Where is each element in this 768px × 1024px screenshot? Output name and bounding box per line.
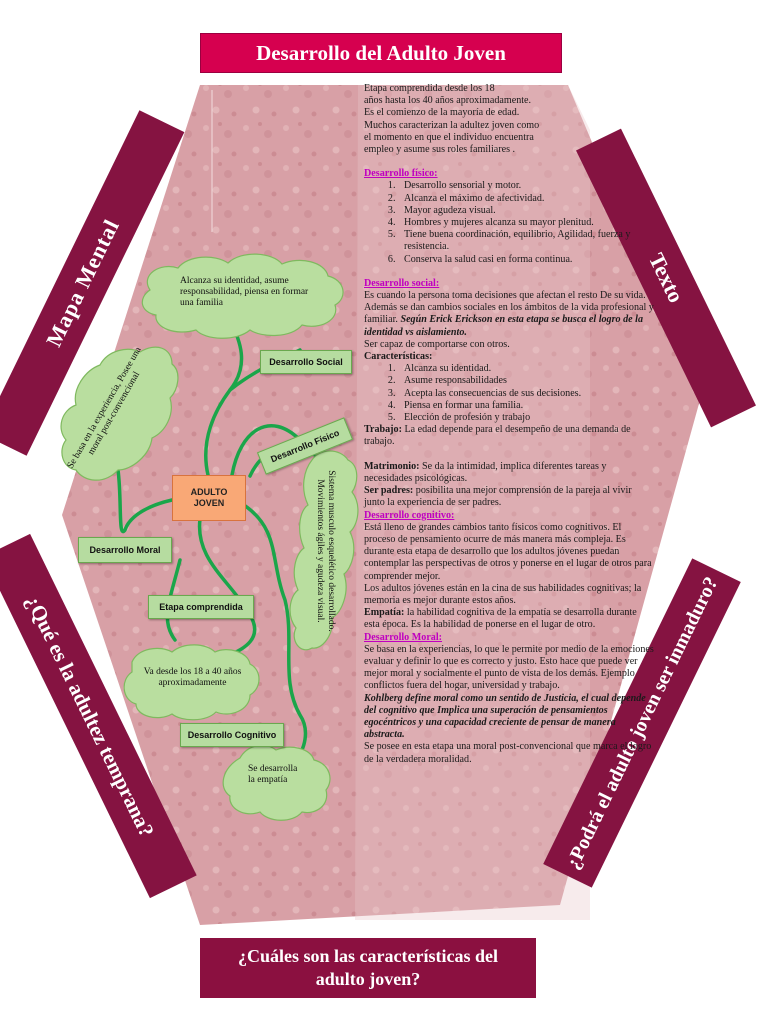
list-item: Conserva la salud casi en forma continua… (398, 254, 654, 266)
social-erickson: Según Erick Erickson en esta etapa se bu… (364, 314, 643, 338)
cloud-cognitivo (222, 744, 331, 821)
list-item: Desarrollo sensorial y motor. (398, 180, 654, 192)
cloud-fisico (289, 450, 359, 651)
intro-line: años hasta los 40 años aproximadamente. (364, 95, 532, 107)
list-item: Alcanza el máximo de afectividad. (398, 193, 654, 205)
branch-line-cognitivo (242, 503, 308, 762)
text-column: Etapa comprendida desde los 18 años hast… (364, 83, 654, 766)
trabajo-paragraph: Trabajo: La edad depende para el desempe… (364, 424, 654, 448)
moral-kohlberg: Kohlberg define moral como un sentido de… (364, 692, 646, 741)
list-item: Mayor agudeza visual. (398, 205, 654, 217)
heading-social: Desarrollo social: (364, 277, 440, 289)
heading-cognitivo: Desarrollo cognitivo: (364, 509, 455, 521)
padres-paragraph: Ser padres: posibilita una mejor compren… (364, 485, 654, 509)
cloud-cognitivo-text: Se desarrolla la empatía (248, 764, 298, 785)
matrimonio-text: Se da la intimidad, implica diferentes t… (364, 460, 607, 484)
intro-line: Etapa comprendida desde los 18 (364, 83, 495, 94)
matrimonio-paragraph: Matrimonio: Se da la intimidad, implica … (364, 461, 654, 485)
branch-box-social: Desarrollo Social (260, 350, 352, 374)
heading-moral: Desarrollo Moral: (364, 631, 443, 643)
moral-text: Se basa en la experiencias, lo que le pe… (364, 643, 654, 692)
list-item: Tiene buena coordinación, equilibrio, Ag… (398, 229, 654, 253)
intro-line: el momento en que el individuo encuentra (364, 131, 534, 143)
branch-line-social (204, 318, 244, 477)
branch-box-cognitivo: Desarrollo Cognitivo (180, 723, 284, 747)
center-node-line1: ADULTO (190, 487, 228, 497)
cognitivo-text-2: Los adultos jóvenes están en la cina de … (364, 582, 642, 606)
trabajo-text: La edad depende para el desempeño de una… (364, 424, 631, 448)
matrimonio-label: Matrimonio: (364, 460, 420, 472)
list-fisico: Desarrollo sensorial y motor. Alcanza el… (364, 180, 654, 265)
branch-box-etapa: Etapa comprendida (148, 595, 254, 619)
question-caracteristicas-banner: ¿Cuáles son las características del adul… (200, 938, 536, 998)
social-text: Es cuando la persona toma decisiones que… (364, 290, 654, 326)
social-paragraph: Es cuando la persona toma decisiones que… (364, 290, 654, 339)
intro-line: Es el comienzo de la mayoría de edad. (364, 107, 520, 119)
social-text-2: Ser capaz de comportarse con otros. (364, 338, 510, 350)
cloud-social-text: Alcanza su identidad, asume responsabili… (180, 276, 309, 308)
cloud-moral (60, 346, 179, 481)
center-node-line2: JOVEN (193, 498, 225, 508)
cloud-etapa (123, 644, 260, 721)
branch-line-moral (116, 468, 174, 534)
title-banner: Desarrollo del Adulto Joven (200, 33, 562, 73)
list-item: Alcanza su identidad. (398, 363, 654, 375)
cloud-etapa-text: Va desde los 18 a 40 años aproximadament… (143, 667, 242, 688)
list-item: Asume responsabilidades (398, 375, 654, 387)
cloud-fisico-text: Sistema musculo esquelético desarrollado… (315, 470, 336, 632)
heading-caracteristicas: Características: (364, 351, 433, 363)
empatia-label: Empatía: (364, 607, 405, 619)
cognitivo-text: Está lleno de grandes cambios tanto físi… (364, 521, 652, 582)
list-item: Piensa en formar una familia. (398, 400, 654, 412)
list-item: Hombres y mujeres alcanza su mayor pleni… (398, 217, 654, 229)
heading-fisico: Desarrollo físico: (364, 168, 438, 180)
empatia-text: la habilidad cognitiva de la empatía se … (364, 607, 637, 631)
list-item: Acepta las consecuencias de sus decision… (398, 388, 654, 400)
cloud-social (141, 253, 344, 339)
padres-label: Ser padres: (364, 485, 414, 497)
intro-line: empleo y asume sus roles familiares . (364, 144, 516, 156)
list-caracteristicas: Alcanza su identidad. Asume responsabili… (364, 363, 654, 424)
trabajo-label: Trabajo: (364, 424, 402, 436)
intro-line: Muchos caracterizan la adultez joven com… (364, 119, 540, 131)
moral-text-2: Se posee en esta etapa una moral post-co… (364, 741, 652, 765)
center-node: ADULTO JOVEN (172, 475, 246, 521)
padres-text: posibilita una mejor comprensión de la p… (364, 485, 632, 509)
empatia-paragraph: Empatía: la habilidad cognitiva de la em… (364, 607, 654, 631)
branch-line-etapa (197, 517, 257, 657)
branch-box-moral: Desarrollo Moral (78, 537, 172, 563)
list-item: Elección de profesión y trabajo (398, 412, 654, 424)
